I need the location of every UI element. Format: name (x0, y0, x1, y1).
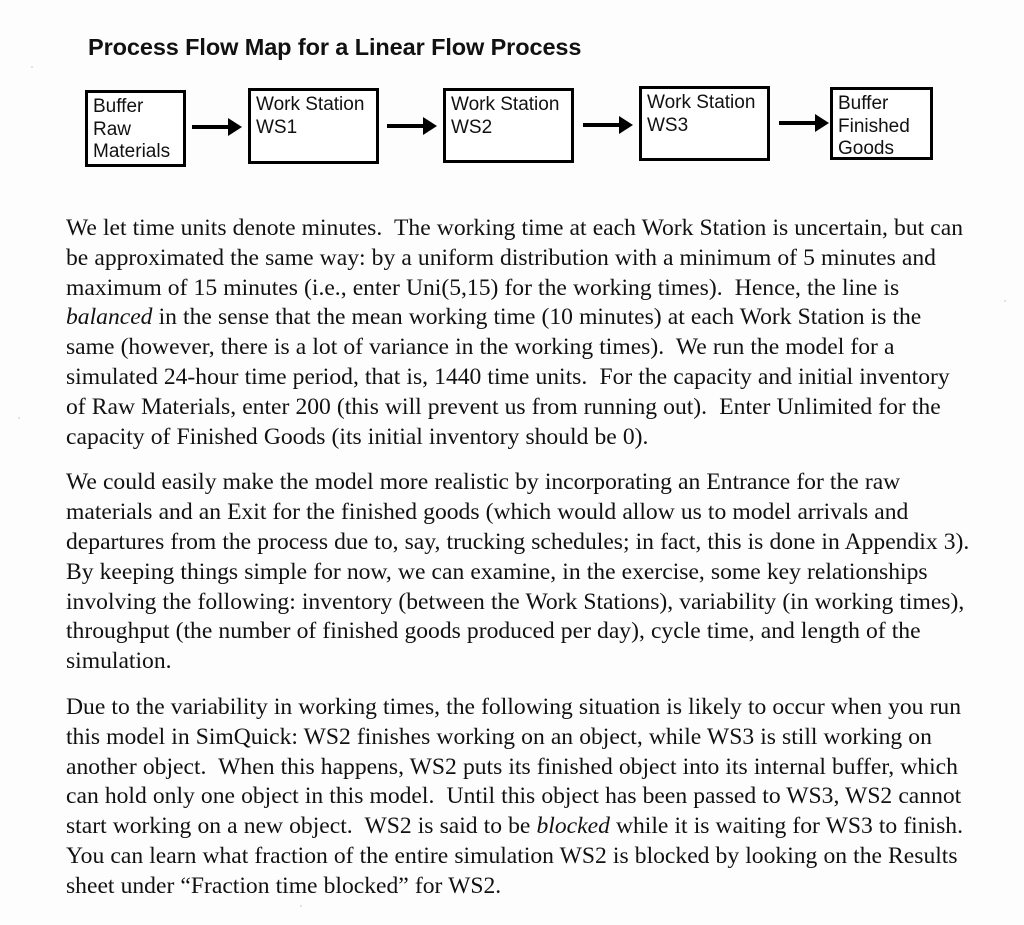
flow-arrow-3 (583, 113, 635, 137)
paragraph-2: We could easily make the model more real… (66, 469, 982, 675)
arrow-head (228, 118, 242, 136)
page-title: Process Flow Map for a Linear Flow Proce… (88, 34, 582, 60)
flow-arrow-4 (779, 111, 831, 135)
arrow-head (423, 117, 437, 135)
arrow-head (815, 114, 829, 132)
flow-box-work-station-ws2: Work Station WS2 (443, 88, 574, 163)
scan-speck (18, 417, 20, 419)
paragraph-3: Due to the variability in working times,… (66, 693, 975, 899)
emphasis-text: blocked (536, 813, 610, 840)
emphasis-text: balanced (66, 304, 153, 331)
flow-arrow-2 (387, 114, 439, 138)
arrow-shaft (387, 124, 425, 128)
flow-box-work-station-ws3: Work Station WS3 (639, 86, 770, 161)
flow-arrow-1 (192, 115, 244, 139)
process-flow-diagram: Buffer Raw Materials Work Station WS1 Wo… (0, 0, 1024, 185)
scan-speck (31, 66, 33, 68)
arrow-shaft (583, 123, 621, 127)
flow-box-buffer-finished-goods: Buffer Finished Goods (830, 87, 933, 160)
flow-box-work-station-ws1: Work Station WS1 (248, 88, 379, 164)
paragraph-1: We let time units denote minutes. The wo… (66, 215, 970, 450)
flow-box-buffer-raw-materials: Buffer Raw Materials (85, 90, 186, 167)
body-text: We let time units denote minutes. The wo… (66, 214, 974, 902)
scan-speck (1004, 300, 1006, 302)
arrow-shaft (779, 121, 817, 125)
arrow-shaft (192, 125, 230, 129)
arrow-head (619, 116, 633, 134)
scan-speck (300, 905, 302, 907)
